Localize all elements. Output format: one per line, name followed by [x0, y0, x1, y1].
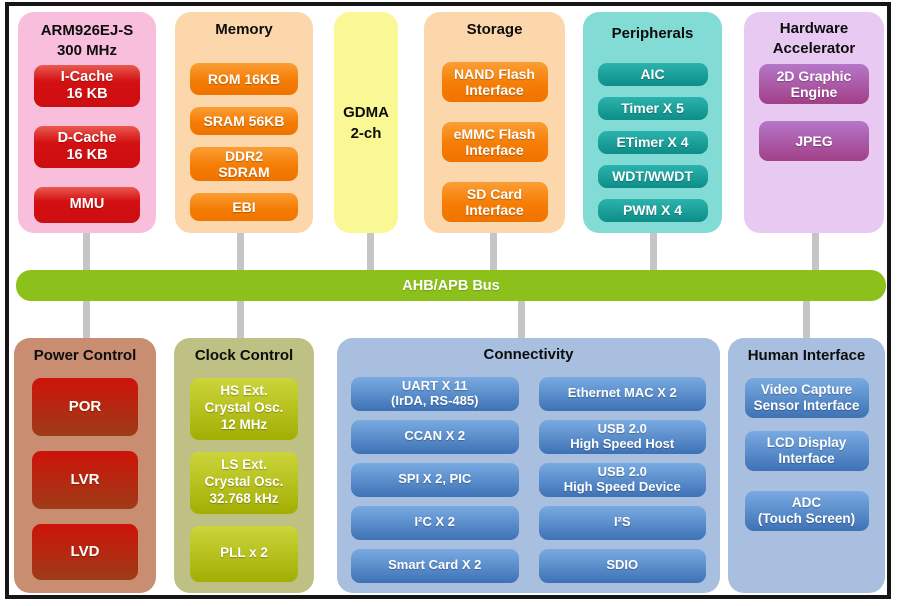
connectivity-title: Connectivity [483, 346, 574, 363]
cpu-title: ARM926EJ-S 300 MHz [40, 22, 134, 59]
chip-timer: Timer X 5 [597, 96, 708, 120]
diagram-outer-frame [5, 2, 891, 599]
ahb-apb-bus-bar: AHB/APB Bus [16, 270, 886, 301]
gdma-container: GDMA 2-ch [334, 12, 398, 233]
connector-line-memory [237, 233, 244, 270]
chip-jpeg: JPEG [759, 120, 869, 161]
chip-ddr2-sdram: DDR2 SDRAM [190, 146, 298, 181]
chip-adc-touch: ADC (Touch Screen) [744, 490, 869, 531]
gdma-label: GDMA 2-ch [343, 103, 389, 142]
chip-emmc-flash: eMMC Flash Interface [441, 121, 548, 162]
chip-ethernet-mac: Ethernet MAC X 2 [538, 376, 706, 411]
chip-lvr: LVR [32, 450, 138, 509]
memory-container: Memory ROM 16KB SRAM 56KB DDR2 SDRAM EBI [175, 12, 313, 233]
connector-line-power [83, 301, 90, 338]
connector-line-hardware-accelerator [812, 233, 819, 270]
chip-pwm: PWM X 4 [597, 198, 708, 222]
chip-smart-card: Smart Card X 2 [351, 548, 519, 583]
chip-lcd-display: LCD Display Interface [744, 430, 869, 471]
chip-etimer: ETimer X 4 [597, 130, 708, 154]
chip-video-capture: Video Capture Sensor Interface [744, 377, 869, 418]
power-control-container: Power Control POR LVR LVD [14, 338, 156, 593]
connector-line-gdma [367, 233, 374, 270]
peripherals-title: Peripherals [611, 25, 694, 42]
chip-usb-host: USB 2.0 High Speed Host [538, 419, 706, 454]
clock-control-title: Clock Control [194, 347, 294, 364]
chip-dcache: D-Cache 16 KB [34, 125, 140, 168]
chip-sram: SRAM 56KB [190, 106, 298, 135]
hardware-accelerator-chip-stack: 2D Graphic Engine JPEG [759, 63, 869, 161]
clock-control-container: Clock Control HS Ext. Crystal Osc. 12 MH… [174, 338, 314, 593]
chip-ccan: CCAN X 2 [351, 419, 519, 454]
chip-usb-device: USB 2.0 High Speed Device [538, 462, 706, 497]
connector-line-human-interface [803, 301, 810, 338]
connector-line-cpu [83, 233, 90, 270]
connectivity-container: Connectivity UART X 11 (IrDA, RS-485) Et… [337, 338, 720, 593]
connector-line-storage [490, 233, 497, 270]
chip-rom: ROM 16KB [190, 62, 298, 95]
connector-line-connectivity [518, 301, 525, 338]
chip-uart: UART X 11 (IrDA, RS-485) [351, 376, 519, 411]
chip-sdio: SDIO [538, 548, 706, 583]
memory-chip-stack: ROM 16KB SRAM 56KB DDR2 SDRAM EBI [190, 62, 298, 221]
cpu-chip-stack: I-Cache 16 KB D-Cache 16 KB MMU [34, 64, 140, 223]
chip-spi-pic: SPI X 2, PIC [351, 462, 519, 497]
hardware-accelerator-container: Hardware Accelerator 2D Graphic Engine J… [744, 12, 884, 233]
chip-lvd: LVD [32, 523, 138, 580]
connector-line-peripherals [650, 233, 657, 270]
storage-chip-stack: NAND Flash Interface eMMC Flash Interfac… [441, 61, 548, 222]
peripherals-container: Peripherals AIC Timer X 5 ETimer X 4 WDT… [583, 12, 722, 233]
storage-container: Storage NAND Flash Interface eMMC Flash … [424, 12, 565, 233]
human-interface-chip-stack: Video Capture Sensor Interface LCD Displ… [744, 377, 869, 531]
connectivity-chip-grid: UART X 11 (IrDA, RS-485) Ethernet MAC X … [337, 376, 720, 583]
hardware-accelerator-title: Hardware Accelerator [772, 20, 856, 57]
chip-ls-crystal-osc: LS Ext. Crystal Osc. 32.768 kHz [190, 451, 298, 514]
peripherals-chip-stack: AIC Timer X 5 ETimer X 4 WDT/WWDT PWM X … [597, 62, 708, 222]
clock-chip-stack: HS Ext. Crystal Osc. 12 MHz LS Ext. Crys… [190, 377, 298, 582]
power-chip-stack: POR LVR LVD [32, 377, 138, 580]
power-control-title: Power Control [33, 347, 137, 364]
chip-wdt-wwdt: WDT/WWDT [597, 164, 708, 188]
chip-por: POR [32, 377, 138, 436]
chip-pll: PLL x 2 [190, 525, 298, 582]
connector-line-clock [237, 301, 244, 338]
chip-mmu: MMU [34, 186, 140, 223]
human-interface-title: Human Interface [747, 347, 866, 364]
chip-i2c: I²C X 2 [351, 505, 519, 540]
chip-aic: AIC [597, 62, 708, 86]
memory-title: Memory [215, 21, 273, 38]
chip-sd-card: SD Card Interface [441, 181, 548, 222]
cpu-container: ARM926EJ-S 300 MHz I-Cache 16 KB D-Cache… [18, 12, 156, 233]
storage-title: Storage [466, 21, 523, 38]
chip-nand-flash: NAND Flash Interface [441, 61, 548, 102]
human-interface-container: Human Interface Video Capture Sensor Int… [728, 338, 885, 593]
chip-i2s: I²S [538, 505, 706, 540]
chip-hs-crystal-osc: HS Ext. Crystal Osc. 12 MHz [190, 377, 298, 440]
chip-2d-graphic-engine: 2D Graphic Engine [759, 63, 869, 104]
chip-ebi: EBI [190, 192, 298, 221]
chip-icache: I-Cache 16 KB [34, 64, 140, 107]
